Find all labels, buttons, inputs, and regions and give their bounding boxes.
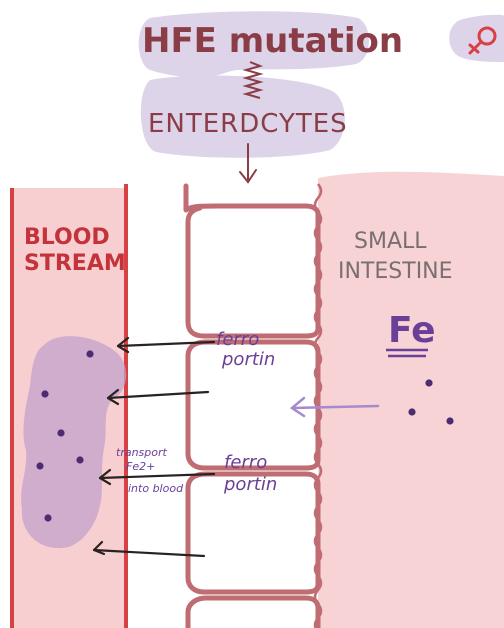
blood-label-line2: STREAM	[24, 251, 126, 276]
title: HFE mutation	[142, 21, 403, 61]
transport-note-line2: Fe2+	[126, 460, 155, 473]
blood-label-line1: BLOOD	[24, 225, 110, 250]
iron-label: Fe	[388, 310, 436, 351]
iron-dot	[446, 417, 453, 424]
iron-dot	[408, 408, 415, 415]
intestine-label-line1: SMALL	[354, 229, 427, 254]
iron-dot	[425, 379, 432, 386]
enterocyte-cell	[186, 186, 318, 336]
transport-note-line1: transport	[116, 446, 168, 459]
iron-dot	[36, 462, 43, 469]
iron-dot	[41, 390, 48, 397]
iron-dot	[44, 514, 51, 521]
enterocytes-label: ENTERDCYTES	[148, 109, 348, 139]
iron-dot	[57, 429, 64, 436]
ferroportin-bottom-line2: portin	[223, 474, 277, 495]
iron-dot	[86, 350, 93, 357]
ferroportin-top-line1: ferro	[216, 329, 259, 350]
intestine-label-line2: INTESTINE	[338, 259, 453, 284]
ferroportin-top-line2: portin	[221, 349, 275, 370]
transport-note-line3: into blood	[128, 482, 184, 495]
iron-dot	[76, 456, 83, 463]
enterocyte-cell	[188, 598, 318, 628]
ferroportin-bottom-line1: ferro	[224, 452, 267, 473]
